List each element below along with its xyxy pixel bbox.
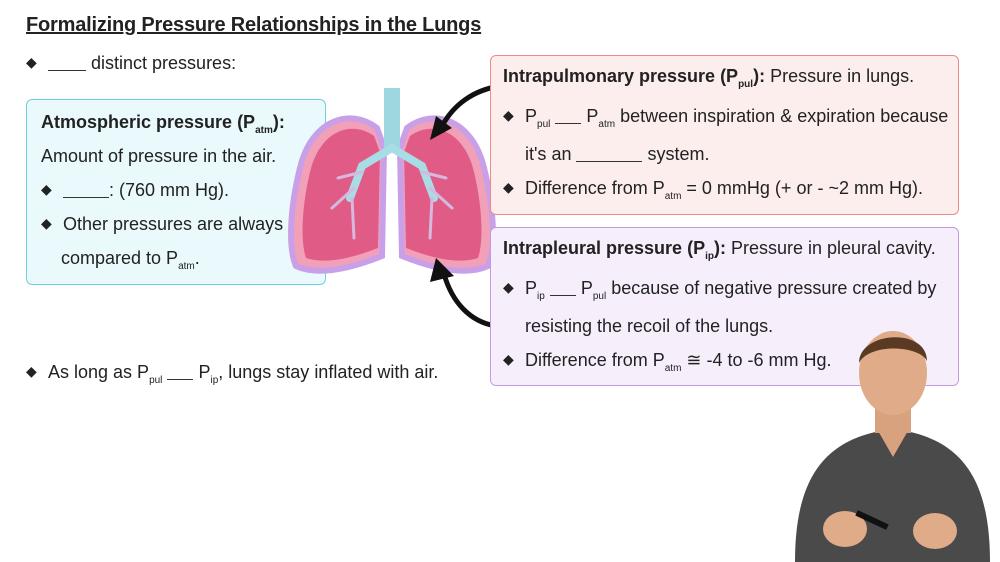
atm-bullet-2-cont: compared to Patm. — [61, 248, 200, 272]
pul-bullet-2: ◆Difference from Patm = 0 mmHg (+ or - ~… — [503, 178, 923, 202]
pul-heading: Intrapulmonary pressure (Ppul): Pressure… — [503, 66, 915, 90]
ip-bullet-1: ◆Pip Ppul because of negative pressure c… — [503, 278, 937, 302]
ip-bullet-2: ◆Difference from Patm ≅ -4 to -6 mm Hg. — [503, 350, 832, 374]
intro-line: ◆ distinct pressures: — [26, 53, 236, 74]
atm-heading: Atmospheric pressure (Patm): — [41, 112, 285, 136]
ip-bullet-1-cont: resisting the recoil of the lungs. — [525, 316, 774, 336]
lungs-illustration — [288, 88, 496, 274]
atm-bullet-2: ◆Other pressures are always — [41, 214, 284, 234]
pul-bullet-1-cont: it's an system. — [525, 144, 710, 164]
blank-count — [48, 56, 86, 71]
lung-right — [396, 115, 496, 274]
intro-text: distinct pressures: — [91, 53, 237, 73]
trachea — [330, 88, 454, 240]
atm-bullet-1: ◆: (760 mm Hg). — [41, 180, 230, 200]
bottom-statement: ◆As long as Ppul Pip, lungs stay inflate… — [26, 362, 439, 386]
atm-definition: Amount of pressure in the air. — [41, 146, 277, 166]
bullet-icon: ◆ — [26, 54, 37, 70]
lung-left — [288, 115, 388, 274]
pul-bullet-1: ◆Ppul Patm between inspiration & expirat… — [503, 106, 949, 130]
atmospheric-box: Atmospheric pressure (Patm): Amount of p… — [26, 99, 326, 285]
presenter-video — [795, 331, 990, 562]
page-title: Formalizing Pressure Relationships in th… — [26, 14, 482, 36]
ip-heading: Intrapleural pressure (Pip): Pressure in… — [503, 238, 936, 262]
intrapulmonary-box: Intrapulmonary pressure (Ppul): Pressure… — [490, 55, 959, 215]
arrow-to-pleural — [430, 258, 497, 329]
